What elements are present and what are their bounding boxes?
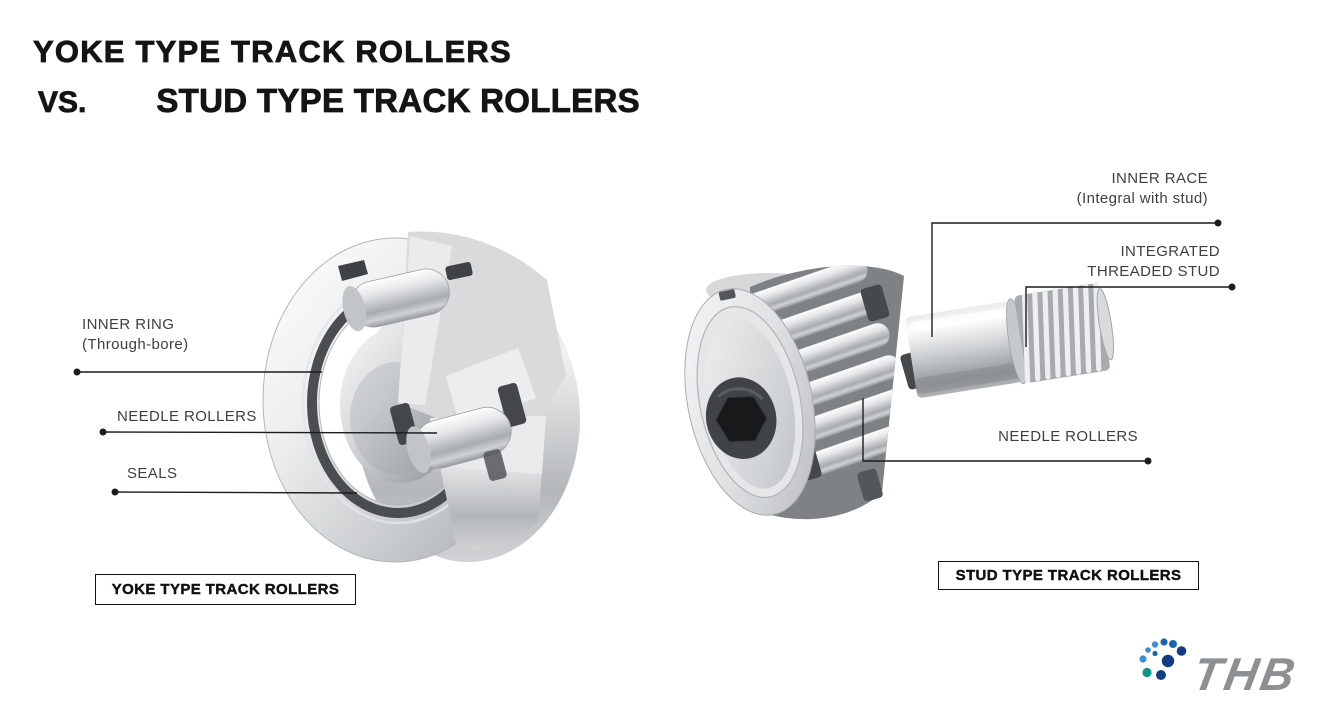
yoke-track-roller-illustration xyxy=(262,231,580,563)
leader-dot-threaded-stud xyxy=(1228,283,1236,291)
label-inner-ring-line1: INNER RING xyxy=(82,316,175,333)
leader-dot-needle-rollers-right xyxy=(1144,457,1152,465)
stud-cage-detail-4 xyxy=(857,468,883,502)
label-seals: SEALS xyxy=(127,465,178,482)
label-threaded-stud-line1: INTEGRATED xyxy=(1120,243,1220,260)
thb-logo-dots-icon xyxy=(1139,638,1187,680)
caption-stud-type: STUD TYPE TRACK ROLLERS xyxy=(938,561,1199,590)
yoke-cage-detail-top-left xyxy=(338,260,368,281)
label-inner-ring-line2: (Through-bore) xyxy=(82,336,189,353)
label-needle-rollers-left: NEEDLE ROLLERS xyxy=(117,408,257,425)
stud-track-roller-illustration xyxy=(684,265,1115,520)
yoke-inner-ring-flange xyxy=(446,348,536,426)
leader-dot-seals xyxy=(111,488,119,496)
yoke-needle-roller-top xyxy=(342,268,450,332)
label-inner-race-line1: INNER RACE xyxy=(1111,170,1208,187)
leader-dot-inner-ring xyxy=(73,368,81,376)
stud-threaded-stud xyxy=(905,281,1115,398)
label-inner-race-line2: (Integral with stud) xyxy=(1076,190,1208,207)
thb-logo: THB xyxy=(1139,638,1302,700)
label-inner-race: INNER RACE (Integral with stud) xyxy=(1077,169,1208,209)
label-inner-ring: INNER RING (Through-bore) xyxy=(82,315,188,355)
yoke-cage-detail-bottom xyxy=(483,449,507,481)
page-title-line2: VS. STUD TYPE TRACK ROLLERS xyxy=(38,82,640,120)
leader-dot-needle-rollers-left xyxy=(99,428,107,436)
stud-rim-notch xyxy=(718,289,736,301)
thb-logo-text: THB xyxy=(1189,648,1302,700)
leader-dot-inner-race xyxy=(1214,219,1222,227)
page-title-line2-text: STUD TYPE TRACK ROLLERS xyxy=(156,82,640,120)
label-needle-rollers-right: NEEDLE ROLLERS xyxy=(998,428,1138,445)
page-title-line1: YOKE TYPE TRACK ROLLERS xyxy=(33,34,512,70)
label-integrated-threaded-stud: INTEGRATED THREADED STUD xyxy=(1087,242,1220,282)
yoke-cage-detail-top-right xyxy=(445,262,473,280)
vs-label: VS. xyxy=(38,86,87,120)
caption-yoke-type: YOKE TYPE TRACK ROLLERS xyxy=(95,574,356,605)
stud-cage-detail-1 xyxy=(860,284,890,322)
label-threaded-stud-line2: THREADED STUD xyxy=(1087,263,1220,280)
stud-front-face xyxy=(684,288,816,516)
